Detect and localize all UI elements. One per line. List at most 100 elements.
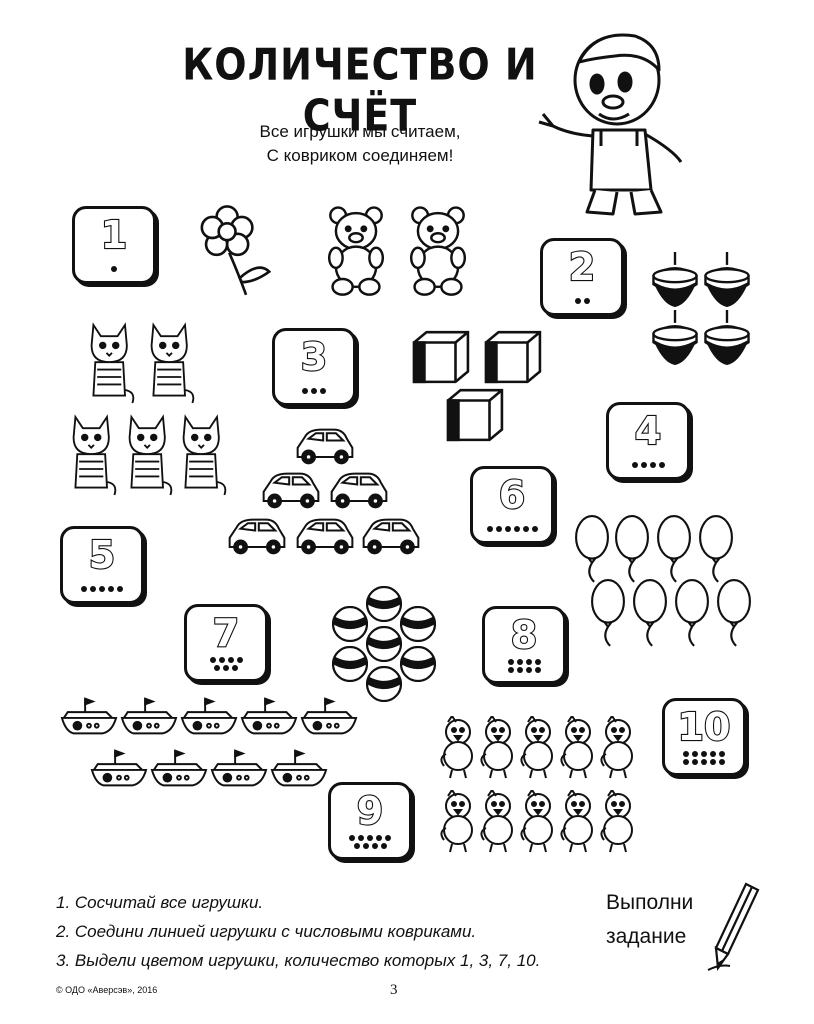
balloon-icon [675, 579, 709, 647]
chick-icon [600, 790, 633, 853]
chick-icon [480, 716, 513, 779]
mat-number: 10 [676, 704, 731, 750]
task-item: 1. Сосчитай все игрушки. [56, 893, 264, 912]
number-mat-9[interactable]: 9 [328, 782, 412, 860]
boat-icon [300, 697, 358, 735]
chick-icon [520, 790, 553, 853]
mat-dots [609, 459, 687, 469]
balloon-icon [717, 579, 751, 647]
number-mat-2[interactable]: 2 [540, 238, 624, 316]
balloon-icon [615, 515, 649, 583]
number-mat-6[interactable]: 6 [470, 466, 554, 544]
number-mat-10[interactable]: 10 [662, 698, 746, 776]
mat-number: 1 [100, 212, 129, 258]
number-mat-8[interactable]: 8 [482, 606, 566, 684]
boat-icon [60, 697, 118, 735]
number-mat-1[interactable]: 1 [72, 206, 156, 284]
mat-number: 5 [88, 532, 117, 578]
boat-icon [120, 697, 178, 735]
mat-dots [75, 263, 153, 273]
pencil-icon [707, 882, 760, 972]
teddy-bear-icon [409, 206, 467, 296]
kitten-icon [182, 416, 227, 496]
car-icon [362, 518, 420, 555]
mat-number: 2 [568, 244, 597, 290]
task-list: 1. Сосчитай все игрушки. 2. Соедини лини… [56, 888, 540, 975]
ball-icon [366, 666, 402, 702]
car-icon [296, 518, 354, 555]
spinning-top-icon [652, 252, 698, 308]
boat-icon [240, 697, 298, 735]
mat-dots [196, 655, 256, 671]
mat-dots [543, 295, 621, 305]
cube-icon [446, 388, 504, 442]
kitten-icon [150, 324, 195, 404]
mat-dots [275, 385, 353, 395]
mat-dots [485, 657, 563, 673]
balloon-icon [633, 579, 667, 647]
chick-icon [600, 716, 633, 779]
car-icon [262, 472, 320, 509]
mat-number: 4 [634, 408, 663, 454]
mat-dots [665, 749, 743, 765]
poem-line-2: С ковриком соединяем! [266, 146, 454, 165]
badge-line-1: Выполни [606, 891, 694, 914]
boat-icon [210, 749, 268, 787]
ball-icon [366, 586, 402, 622]
mat-number: 9 [356, 788, 385, 834]
mat-number: 7 [212, 610, 241, 656]
cube-icon [412, 330, 470, 384]
task-item: 3. Выдели цветом игрушки, количество кот… [56, 951, 541, 970]
kitten-icon [90, 324, 135, 404]
task-badge: Выполни задание [606, 886, 726, 954]
car-icon [228, 518, 286, 555]
task-item: 2. Соедини линией игрушки с числовыми ко… [56, 922, 477, 941]
mat-number: 6 [498, 472, 527, 518]
balloon-icon [657, 515, 691, 583]
ball-icon [400, 606, 436, 642]
car-icon [330, 472, 388, 509]
chick-icon [440, 716, 473, 779]
mat-number: 8 [510, 612, 539, 658]
number-mat-3[interactable]: 3 [272, 328, 356, 406]
car-icon [296, 428, 354, 465]
mat-dots [473, 523, 551, 533]
page-title: КОЛИЧЕСТВО И СЧЁТ [182, 39, 538, 141]
chick-icon [440, 790, 473, 853]
poem: Все игрушки мы считаем, С ковриком соеди… [200, 120, 520, 168]
spinning-top-icon [652, 310, 698, 366]
boat-icon [180, 697, 238, 735]
chick-icon [560, 790, 593, 853]
number-mat-4[interactable]: 4 [606, 402, 690, 480]
flower-icon [200, 205, 271, 297]
boat-icon [150, 749, 208, 787]
page-number: 3 [390, 982, 398, 998]
copyright: © ОДО «Аверсэв», 2016 [56, 985, 158, 995]
number-mat-7[interactable]: 7 [184, 604, 268, 682]
kitten-icon [72, 416, 117, 496]
mat-number: 3 [300, 334, 329, 380]
ball-icon [400, 646, 436, 682]
ball-icon [332, 606, 368, 642]
boy-icon [538, 33, 683, 216]
cube-icon [484, 330, 542, 384]
chick-icon [560, 716, 593, 779]
badge-line-2: задание [606, 925, 687, 948]
mat-dots [63, 583, 141, 593]
chick-icon [480, 790, 513, 853]
ball-icon [366, 626, 402, 662]
balloon-icon [575, 515, 609, 583]
teddy-bear-icon [327, 206, 385, 296]
spinning-top-icon [704, 252, 750, 308]
boat-icon [270, 749, 328, 787]
kitten-icon [128, 416, 173, 496]
balloon-icon [699, 515, 733, 583]
boat-icon [90, 749, 148, 787]
balloon-icon [591, 579, 625, 647]
poem-line-1: Все игрушки мы считаем, [259, 122, 461, 141]
spinning-top-icon [704, 310, 750, 366]
number-mat-5[interactable]: 5 [60, 526, 144, 604]
ball-icon [332, 646, 368, 682]
chick-icon [520, 716, 553, 779]
mat-dots [331, 833, 409, 849]
